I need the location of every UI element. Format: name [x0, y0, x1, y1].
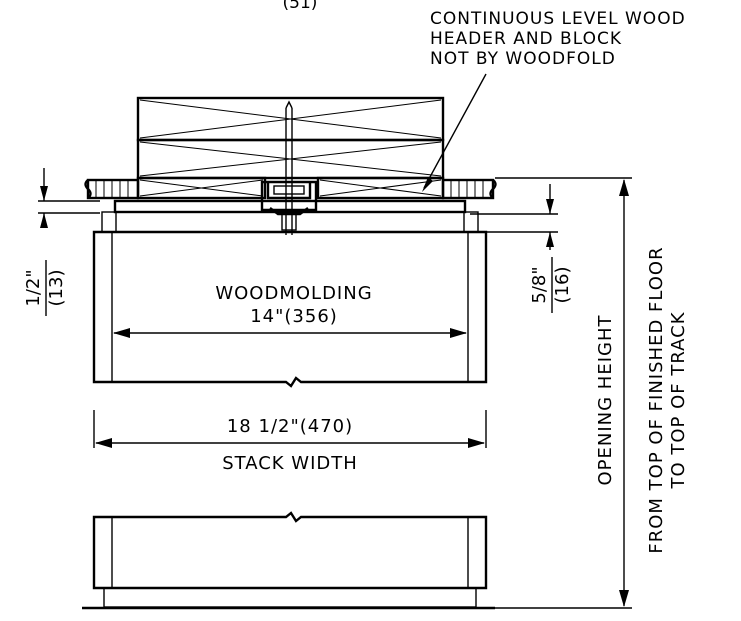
note-leader-line: [423, 73, 487, 189]
left-dimension-text: 1/2" (13): [23, 260, 67, 316]
floor-reference-line-1: FROM TOP OF FINISHED FLOOR: [646, 246, 667, 553]
wall-section-left: [84, 178, 140, 200]
top-fragment-label: (51): [283, 0, 318, 13]
floor-reference-line-2: TO TOP OF TRACK: [668, 311, 689, 489]
opening-height-dimension: [495, 177, 632, 609]
track-plate-hanger-right: [463, 211, 479, 233]
track-plate-hanger-left: [101, 211, 117, 233]
stack-width-label: STACK WIDTH: [222, 453, 358, 474]
right-dimension-text: 5/8" (16): [529, 257, 573, 313]
note-line-3: NOT BY WOODFOLD: [430, 49, 616, 69]
left-dimension-top: 1/2": [23, 269, 44, 306]
stack-width-dimension: 18 1/2"(470): [227, 416, 353, 437]
left-small-dimension: [38, 168, 100, 228]
wall-section-right: [441, 178, 497, 200]
left-dimension-bottom: (13): [46, 270, 67, 307]
door-stack-lower: [92, 511, 488, 608]
wood-block-left: [136, 176, 267, 200]
note-leader-arrowhead: [422, 177, 433, 192]
molding-label: WOODMOLDING: [215, 283, 372, 304]
molding-dimension: 14"(356): [250, 306, 338, 327]
right-small-dimension: [470, 184, 558, 250]
wood-header-block: [136, 96, 445, 180]
right-dimension-bottom: (16): [552, 267, 573, 304]
note-line-1: CONTINUOUS LEVEL WOOD: [430, 9, 686, 29]
molding-dimension-line: [113, 328, 467, 338]
right-dimension-top: 5/8": [529, 266, 550, 303]
track-plate: [113, 199, 467, 214]
note-callout: CONTINUOUS LEVEL WOOD HEADER AND BLOCK N…: [430, 9, 686, 69]
stack-width-dimension-line: [95, 438, 485, 448]
opening-height-label: OPENING HEIGHT: [595, 314, 616, 485]
note-line-2: HEADER AND BLOCK: [430, 29, 622, 49]
door-stack-upper: [92, 230, 488, 388]
